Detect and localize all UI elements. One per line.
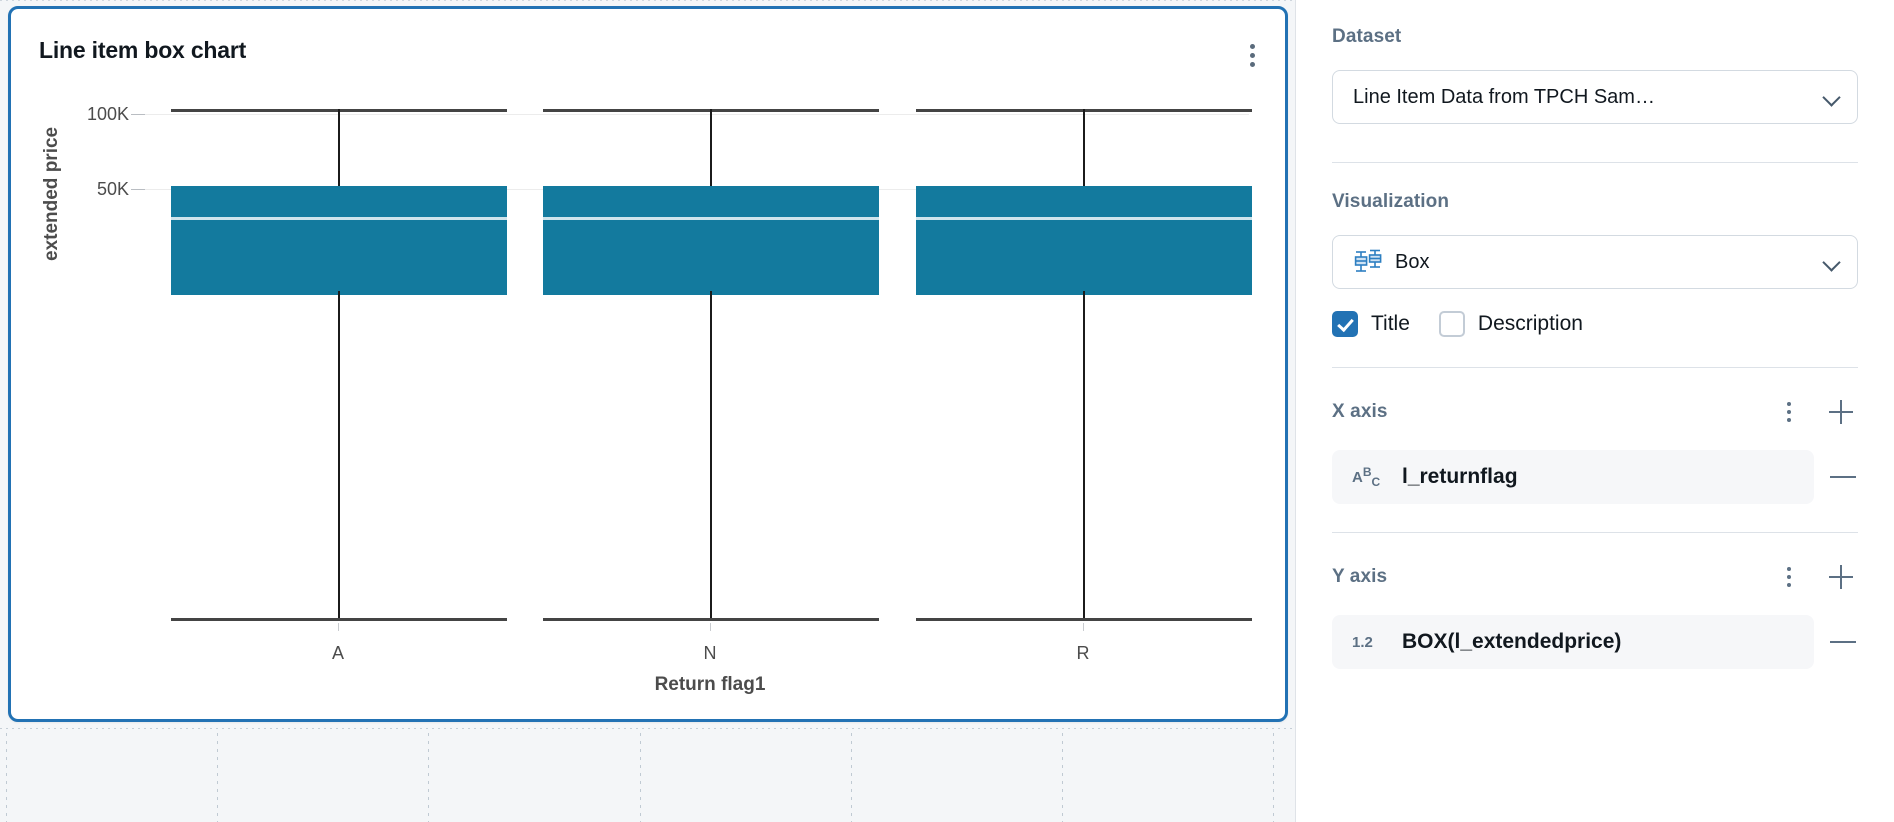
x-tick-mark [1083,623,1084,631]
visualization-type-value: Box [1395,250,1430,273]
dashboard-canvas: Line item box chart extended price 100K [0,0,1295,822]
x-axis-field-pill[interactable]: ABC l_returnflag [1332,450,1814,504]
grid-guide-top [0,0,1295,1]
y-axis-field-pill[interactable]: 1.2 BOX(l_extendedprice) [1332,615,1814,669]
y-axis-section-label: Y axis [1332,566,1388,587]
box-rect [171,186,507,295]
visualization-type-select[interactable]: Box [1332,235,1858,289]
chart-menu-kebab-icon[interactable] [1239,39,1265,71]
x-axis-header: X axis [1332,392,1858,432]
grid-guide-column [851,733,852,822]
kebab-dot [1249,61,1255,67]
visualization-section: Visualization [1296,163,1894,337]
x-axis-remove-field-minus-icon[interactable] [1828,462,1858,492]
section-divider [1332,532,1858,533]
whisker-lower [338,291,340,621]
whisker-cap-bottom [171,618,507,621]
kebab-dot [1249,43,1255,49]
whisker-cap-bottom [543,618,879,621]
title-description-checkbox-row: Title Description [1332,311,1858,337]
y-axis-header: Y axis [1332,557,1858,597]
x-axis-field-name: l_returnflag [1402,465,1518,488]
x-tick-label-n: N [703,643,717,663]
whisker-upper [338,109,340,191]
grid-guide-column [6,733,7,822]
whisker-lower [710,291,712,621]
gridline-100k [145,114,1249,115]
grid-guide-column [1273,733,1274,822]
dataset-select[interactable]: Line Item Data from TPCH Sam… [1332,70,1858,124]
title-checkbox-label: Title [1371,312,1410,335]
median-line [171,217,507,220]
chevron-down-icon [1823,253,1841,271]
box-plot-icon [1353,249,1383,275]
grid-guide-column [217,733,218,822]
x-axis-title: Return flag1 [654,674,766,695]
whisker-lower [1083,291,1085,621]
box-plot: extended price 100K 50K [11,9,1285,719]
y-axis-title: extended price [41,126,62,261]
x-tick-mark [710,623,711,631]
grid-guide-column [428,733,429,822]
whisker-upper [710,109,712,191]
dataset-section: Dataset Line Item Data from TPCH Sam… [1296,0,1894,124]
dataset-section-label: Dataset [1332,26,1402,47]
y-axis-section: Y axis 1.2 BOX(l_extendedprice) [1296,533,1894,669]
grid-guide-column [1062,733,1063,822]
chart-title: Line item box chart [39,37,247,63]
x-axis-add-field-plus-icon[interactable] [1824,395,1858,429]
y-tick-label: 50K [96,179,129,199]
x-tick-mark [338,623,339,631]
y-axis-options-kebab-icon[interactable] [1772,560,1806,594]
median-line [543,217,879,220]
dataset-select-value: Line Item Data from TPCH Sam… [1353,85,1655,108]
title-checkbox[interactable] [1332,311,1358,337]
whisker-cap-bottom [916,618,1252,621]
grid-guide-column [640,733,641,822]
section-divider [1332,367,1858,368]
decimal-number-icon: 1.2 [1352,633,1373,651]
section-divider [1332,162,1858,163]
y-tick-dash [131,189,145,190]
y-tick-label: 100K [86,104,129,124]
x-tick-label-a: A [331,643,344,663]
description-checkbox[interactable] [1438,311,1465,337]
y-axis-add-field-plus-icon[interactable] [1824,560,1858,594]
kebab-dot [1249,52,1255,58]
y-tick-dash [131,114,145,115]
y-axis-field-row: 1.2 BOX(l_extendedprice) [1332,615,1858,669]
abc-text-icon: ABC [1352,465,1381,489]
y-axis-remove-field-minus-icon[interactable] [1828,627,1858,657]
y-tick-50k: 50K [51,180,129,198]
chevron-down-icon [1823,88,1841,106]
x-tick-label-r: R [1076,643,1090,663]
box-rect [543,186,879,295]
visualization-settings-panel: Dataset Line Item Data from TPCH Sam… Vi… [1295,0,1894,822]
description-checkbox-label: Description [1477,312,1583,335]
chart-card[interactable]: Line item box chart extended price 100K [8,6,1288,722]
x-axis-section: X axis ABC l_returnflag [1296,368,1894,504]
x-axis-section-label: X axis [1332,401,1388,422]
y-axis-field-name: BOX(l_extendedprice) [1402,630,1622,653]
whisker-upper [1083,109,1085,191]
visualization-section-label: Visualization [1332,191,1450,212]
median-line [916,217,1252,220]
x-axis-field-row: ABC l_returnflag [1332,450,1858,504]
box-rect [916,186,1252,295]
y-tick-100k: 100K [51,105,129,123]
x-axis-options-kebab-icon[interactable] [1772,395,1806,429]
